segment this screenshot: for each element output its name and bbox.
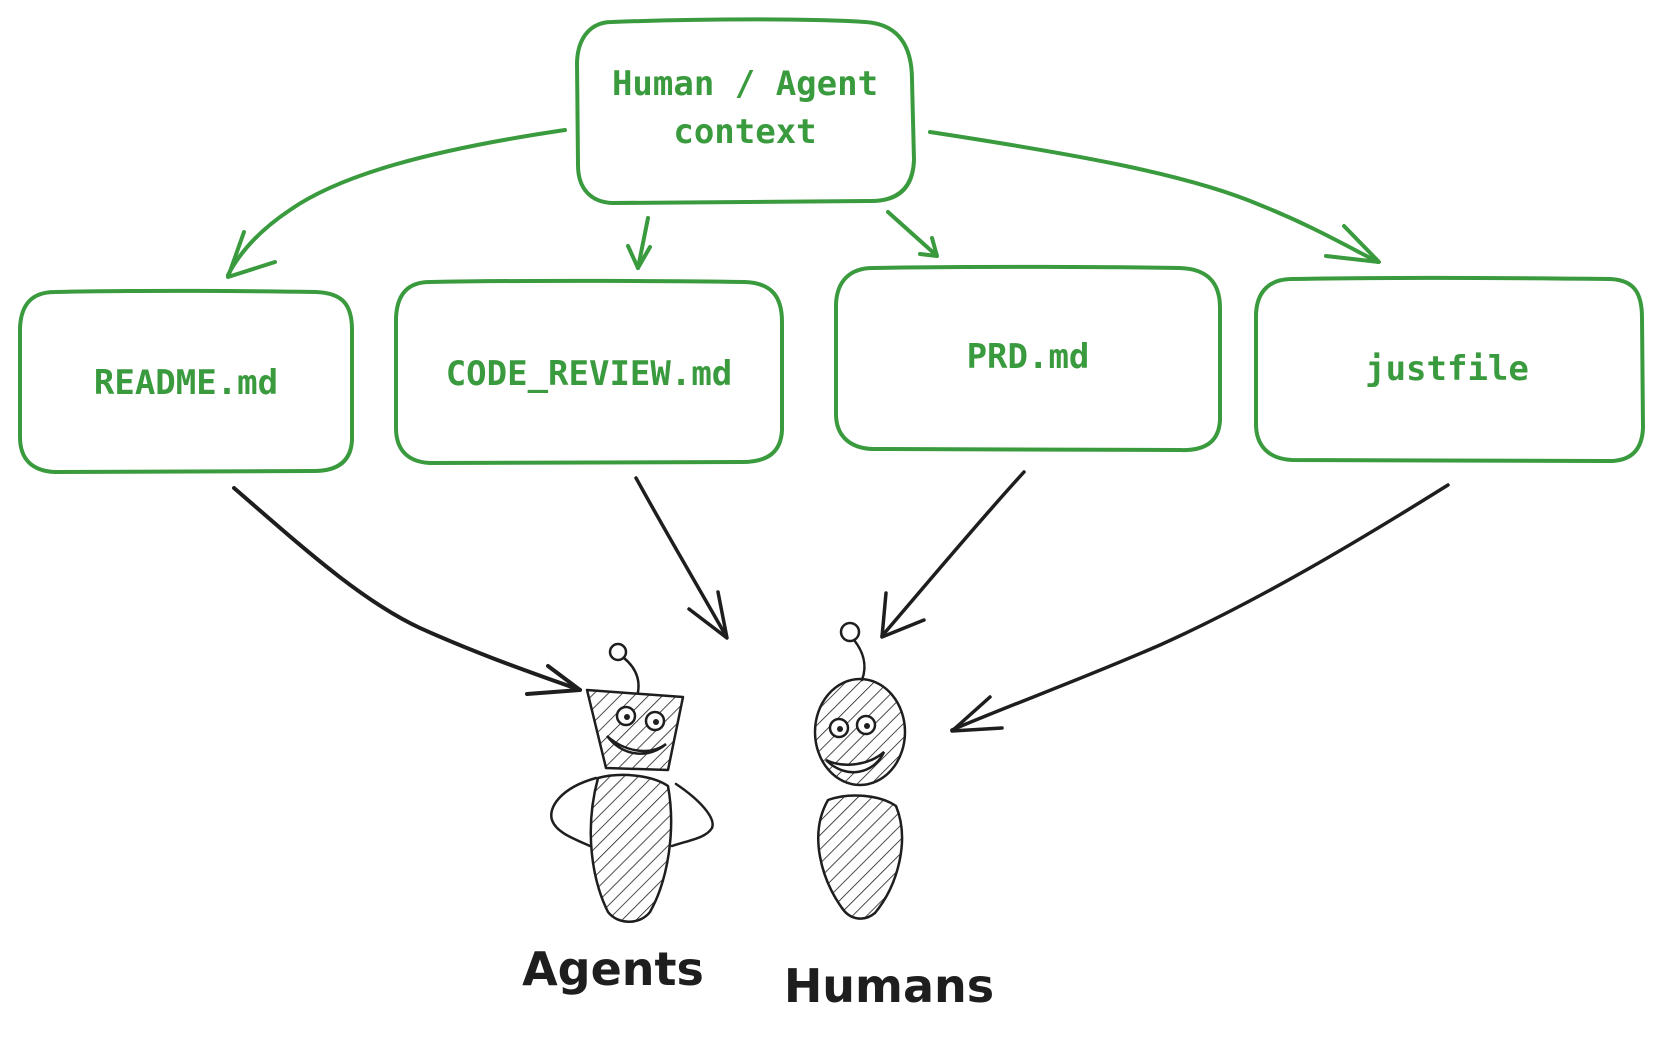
arrow-context-to-justfile <box>928 130 1381 264</box>
humans-label: Humans <box>784 959 994 1013</box>
arrow-context-to-prd <box>886 210 939 258</box>
context-box: Human / Agent context <box>575 17 916 205</box>
context-box-title-line1: Human / Agent <box>612 64 878 104</box>
arrow-readme-to-agents <box>232 486 582 696</box>
file-label-prd: PRD.md <box>967 337 1090 377</box>
file-label-code-review: CODE_REVIEW.md <box>446 354 733 394</box>
file-box-justfile: justfile <box>1254 275 1645 464</box>
arrow-justfile-to-humans <box>950 483 1450 733</box>
file-box-readme: README.md <box>18 288 354 474</box>
arrow-context-to-readme <box>226 128 567 279</box>
arrow-code-review-to-agents <box>634 476 729 640</box>
file-box-prd: PRD.md <box>834 264 1222 453</box>
arrow-context-to-code-review <box>626 216 652 270</box>
robot-icon <box>550 642 714 923</box>
arrow-prd-to-humans <box>880 470 1026 639</box>
context-box-title-line2: context <box>673 112 816 152</box>
file-label-justfile: justfile <box>1365 349 1529 389</box>
agents-label: Agents <box>522 942 704 996</box>
human-icon <box>813 621 907 920</box>
file-label-readme: README.md <box>94 363 278 403</box>
file-box-code-review: CODE_REVIEW.md <box>394 278 784 465</box>
